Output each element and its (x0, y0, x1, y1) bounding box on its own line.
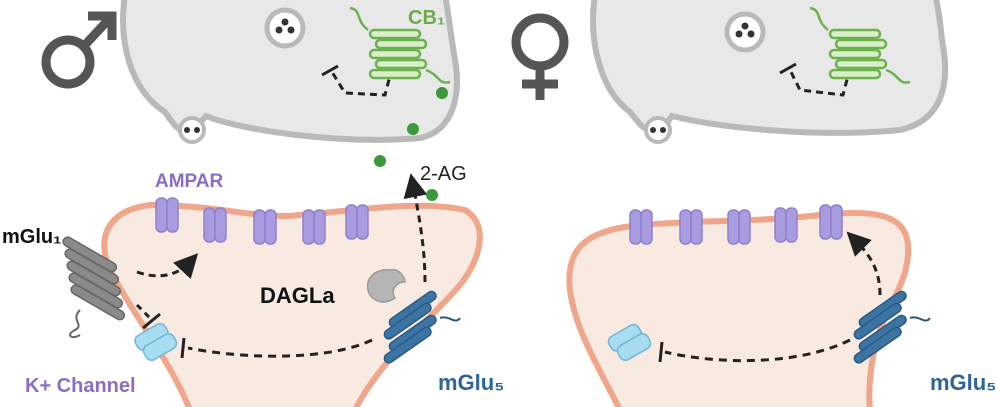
mglu5-label-left: mGlu₅ (438, 370, 504, 395)
male-symbol-icon (41, 11, 117, 89)
vesicle (724, 11, 766, 53)
dagla-label: DAGLa (260, 283, 335, 308)
presynaptic-terminal-female (590, 0, 949, 144)
release-site-vesicle (644, 116, 672, 144)
ampar-label: AMPAR (155, 171, 224, 192)
cb1-inhibition-arrow (330, 67, 394, 97)
female-symbol-icon (511, 13, 569, 100)
mglu5-k-inhibition-arrow (187, 338, 373, 358)
presynaptic-terminal-male: CB₁ (120, 0, 460, 144)
release-site-vesicle (178, 116, 206, 144)
k-channel-right (607, 323, 652, 361)
mglu5-receptor-left (383, 290, 461, 364)
dagla-enzyme-icon (366, 268, 406, 303)
mglu1-label: mGlu₁ (2, 226, 61, 248)
ampar-receptors-left (155, 197, 369, 245)
ampar-receptors-right (629, 204, 843, 245)
two-ag-molecules (374, 87, 448, 201)
dagla-to-2ag-arrow (403, 173, 428, 283)
mglu5-receptor-right (853, 290, 931, 364)
vesicle (264, 7, 306, 49)
mglu5-k-inhibition-arrow-right (664, 338, 851, 363)
mglu5-to-ampar-arrow-right (846, 231, 882, 296)
cb1-receptor-right (809, 6, 911, 84)
mglu5-label-right: mGlu₅ (930, 370, 996, 395)
cb1-receptor (349, 6, 451, 84)
k-channel-label: K+ Channel (25, 375, 136, 397)
mglu1-receptor (62, 236, 126, 339)
mglu1-to-ampar-arrow (136, 253, 199, 279)
k-channel-left (134, 322, 178, 361)
cb1-label: CB₁ (408, 7, 445, 29)
mglu1-k-inhibition (135, 303, 154, 322)
two-ag-label: 2-AG (420, 163, 467, 185)
